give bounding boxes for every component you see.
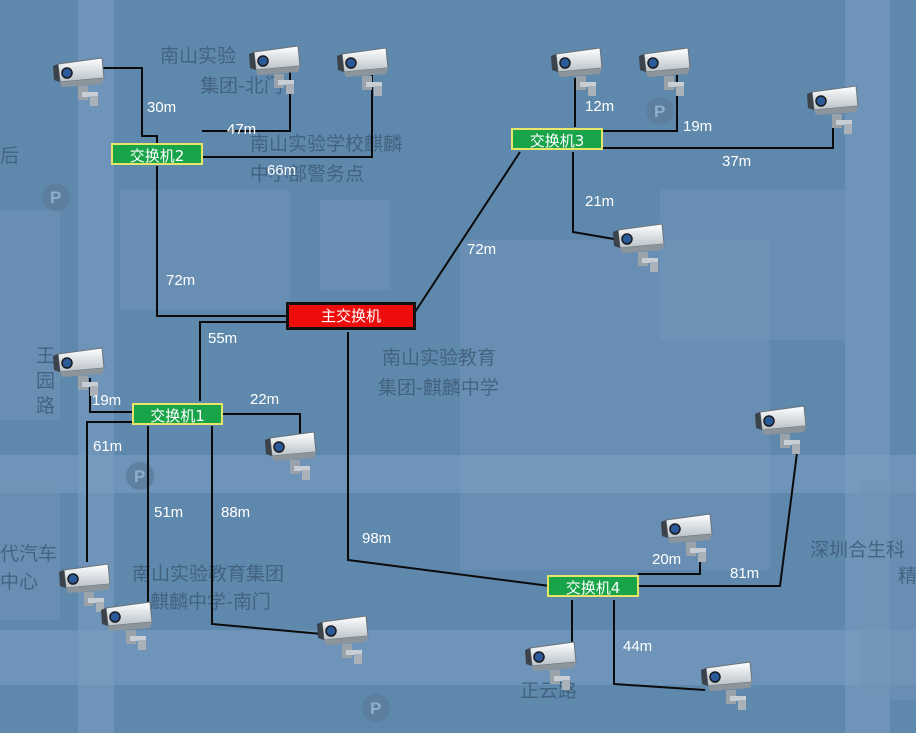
map-label: 南山实验教育集团 bbox=[132, 563, 284, 585]
map-label: 南山实验学校麒麟 bbox=[250, 133, 402, 155]
wire bbox=[222, 413, 301, 436]
map-label: 中小部警务点 bbox=[250, 163, 364, 185]
wire bbox=[199, 321, 288, 401]
distance-label: 37m bbox=[722, 153, 751, 170]
distance-label: 66m bbox=[267, 162, 296, 179]
map-label: 园 bbox=[36, 370, 55, 392]
parking-icon: P bbox=[646, 97, 674, 125]
svg-text:P: P bbox=[134, 467, 145, 486]
distance-label: 51m bbox=[154, 504, 183, 521]
distance-label: 21m bbox=[585, 193, 614, 210]
cctv-camera-icon bbox=[638, 47, 691, 97]
distance-labels: 30m 47m 66m 72m 72m 12m 19m 37m 21m 55m … bbox=[92, 98, 759, 655]
cctv-camera-icon bbox=[700, 661, 753, 711]
cctv-camera-icon bbox=[58, 563, 111, 613]
map-label: 集团-麒麟中学 bbox=[378, 377, 499, 399]
map-label: 集团-北门 bbox=[200, 75, 283, 97]
wire bbox=[100, 67, 158, 143]
cctv-camera-icon bbox=[550, 47, 603, 97]
distance-label: 55m bbox=[208, 330, 237, 347]
map-label: 精 bbox=[898, 565, 916, 587]
switch-3: 交换机3 bbox=[511, 128, 603, 150]
distance-label: 30m bbox=[147, 99, 176, 116]
map-label: 中心 bbox=[0, 571, 38, 593]
map-label: 王 bbox=[36, 345, 55, 367]
wire bbox=[638, 444, 799, 587]
wire bbox=[202, 75, 373, 158]
distance-label: 19m bbox=[683, 118, 712, 135]
svg-text:P: P bbox=[654, 102, 665, 121]
map-label: 深圳合生科 bbox=[810, 539, 905, 561]
distance-label: 44m bbox=[623, 638, 652, 655]
distance-label: 72m bbox=[467, 241, 496, 258]
switch-2: 交换机2 bbox=[111, 143, 203, 165]
switch-4: 交换机4 bbox=[547, 575, 639, 597]
wire bbox=[86, 421, 133, 562]
cctv-camera-icon bbox=[806, 85, 859, 135]
parking-icon: P bbox=[362, 694, 390, 722]
map-label: 南山实验 bbox=[160, 45, 236, 67]
distance-label: 61m bbox=[93, 438, 122, 455]
map-label: 南山实验教育 bbox=[382, 347, 496, 369]
map-label: 路 bbox=[36, 395, 55, 417]
map-label: 后 bbox=[0, 145, 19, 167]
network-wires bbox=[86, 67, 834, 691]
distance-label: 88m bbox=[221, 504, 250, 521]
cctv-camera-icon bbox=[336, 47, 389, 97]
svg-text:P: P bbox=[370, 699, 381, 718]
distance-label: 19m bbox=[92, 392, 121, 409]
cctv-camera-icon bbox=[52, 57, 105, 107]
map-label: 麒麟中学-南门 bbox=[150, 591, 271, 613]
distance-label: 98m bbox=[362, 530, 391, 547]
cctv-camera-icon bbox=[52, 347, 105, 397]
switch-1: 交换机1 bbox=[132, 403, 223, 425]
wire bbox=[211, 426, 323, 635]
distance-label: 22m bbox=[250, 391, 279, 408]
svg-text:P: P bbox=[50, 188, 61, 207]
wire bbox=[572, 152, 621, 241]
main-switch: 主交换机 bbox=[286, 302, 416, 330]
wire bbox=[156, 166, 288, 317]
distance-label: 72m bbox=[166, 272, 195, 289]
wire bbox=[347, 332, 551, 587]
parking-icon: P bbox=[42, 183, 70, 211]
map-label: 代汽车 bbox=[0, 543, 57, 565]
wire bbox=[414, 151, 521, 313]
parking-icon: P bbox=[126, 462, 154, 490]
map-labels: 南山实验 集团-北门 南山实验学校麒麟 中小部警务点 南山实验教育 集团-麒麟中… bbox=[0, 45, 916, 702]
distance-label: 12m bbox=[585, 98, 614, 115]
distance-label: 20m bbox=[652, 551, 681, 568]
distance-label: 81m bbox=[730, 565, 759, 582]
distance-label: 47m bbox=[227, 121, 256, 138]
wire bbox=[613, 600, 706, 691]
